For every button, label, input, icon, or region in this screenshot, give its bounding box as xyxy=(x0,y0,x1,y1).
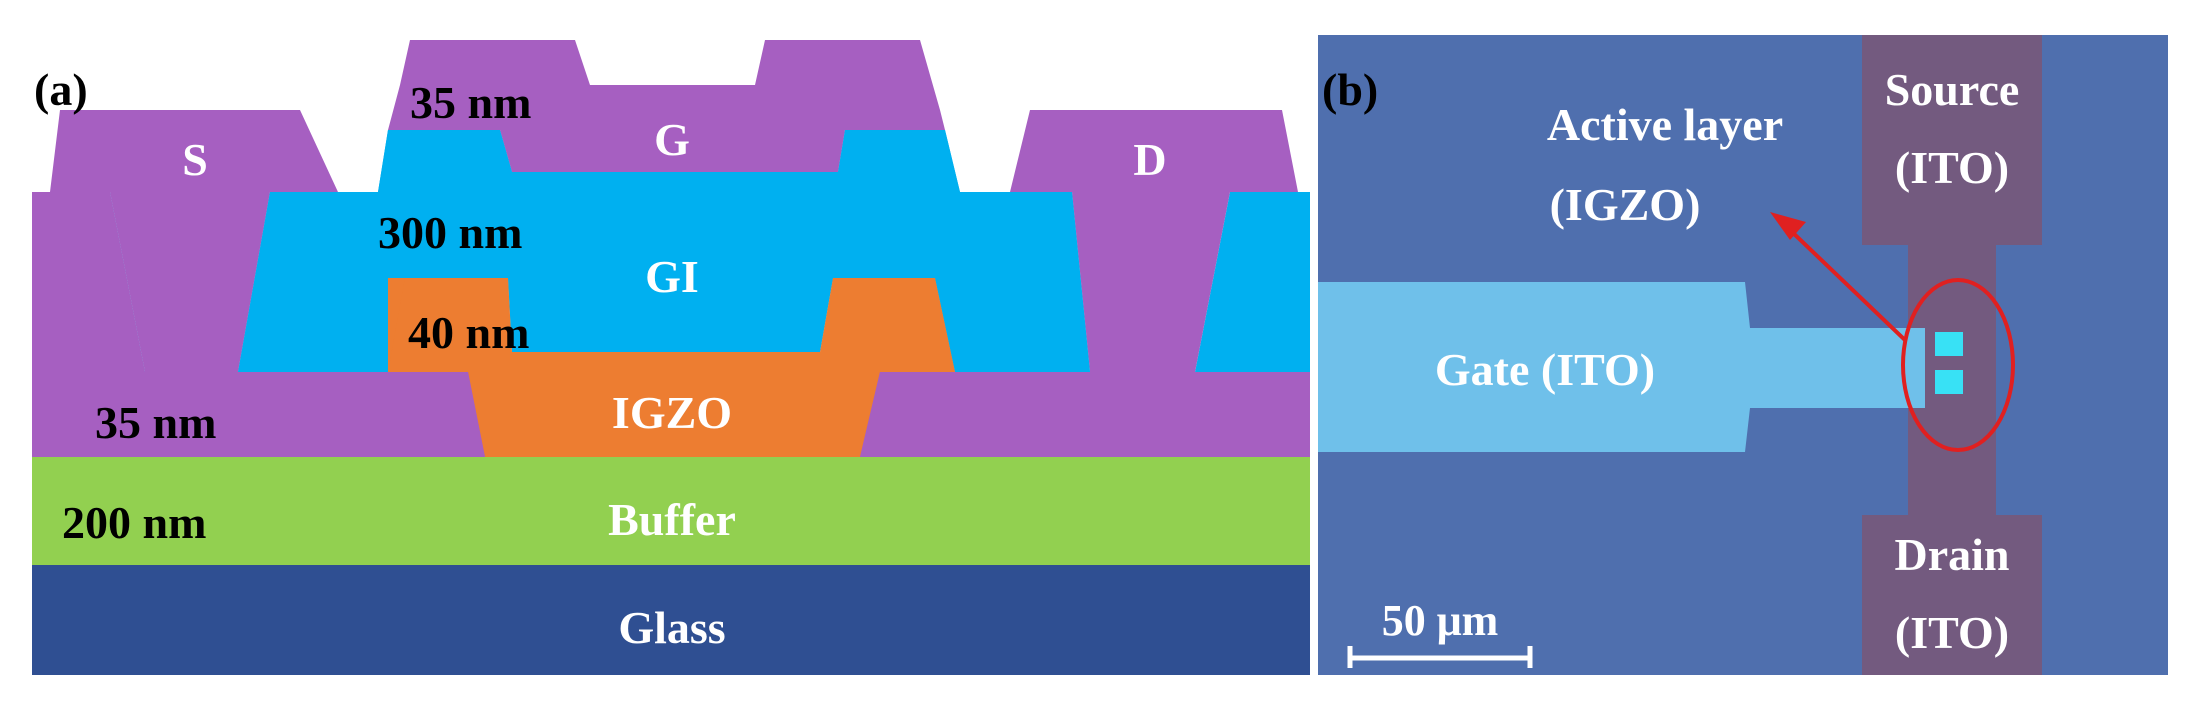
igzo-thickness-label: 40 nm xyxy=(408,307,529,358)
igzo-layer-front xyxy=(388,278,955,457)
gate-ito xyxy=(1318,282,1925,452)
source-label-line2: (ITO) xyxy=(1895,142,2009,193)
buffer-thickness-label: 200 nm xyxy=(62,497,206,548)
pointer-arrow-shaft xyxy=(1788,228,1907,342)
igzo-island-upper xyxy=(1935,332,1963,356)
scale-bar-label: 50 μm xyxy=(1382,596,1499,645)
active-region-highlight-circle xyxy=(1901,278,2015,452)
source-drain-strip-right xyxy=(860,372,1310,457)
buffer-label: Buffer xyxy=(608,494,736,545)
pointer-arrow-head xyxy=(1770,212,1806,240)
gi-thickness-label: 300 nm xyxy=(378,207,522,258)
gate-label: G xyxy=(654,114,690,165)
glass-label: Glass xyxy=(618,602,725,653)
buffer-layer xyxy=(32,457,1310,565)
panel-b-label: (b) xyxy=(1322,64,1378,115)
gi-label: GI xyxy=(645,251,699,302)
drain-label-line1: Drain xyxy=(1895,529,2010,580)
source-drain-thickness-label: 35 nm xyxy=(95,397,216,448)
source-electrode xyxy=(32,192,145,372)
source-label: S xyxy=(182,134,208,185)
glass-layer xyxy=(32,565,1310,675)
panel-a-cross-section: (a) S G D GI IGZO Buffer Glass 35 nm 300… xyxy=(32,40,1310,675)
panel-a-label: (a) xyxy=(34,64,88,115)
active-layer-label-line1: Active layer xyxy=(1547,99,1783,150)
gate-ito-label: Gate (ITO) xyxy=(1435,344,1655,395)
source-drain-strip-left xyxy=(32,372,485,457)
igzo-island-lower xyxy=(1935,370,1963,394)
source-ito-pad xyxy=(1862,35,2042,245)
drain-label: D xyxy=(1133,134,1166,185)
active-layer-label-line2: (IGZO) xyxy=(1550,179,1701,230)
panel-b-micrograph: (b) Active layer (IGZO) Source (ITO) Gat… xyxy=(1318,35,2168,675)
gate-electrode xyxy=(388,40,945,172)
drain-ito-pad xyxy=(1862,515,2042,675)
drain-electrode-top xyxy=(1010,110,1298,372)
source-electrode-top xyxy=(50,110,338,372)
gi-center-fill xyxy=(238,130,1090,372)
igzo-label: IGZO xyxy=(612,387,732,438)
gate-thickness-label: 35 nm xyxy=(410,77,531,128)
source-label-line1: Source xyxy=(1885,64,2020,115)
drain-label-line2: (ITO) xyxy=(1895,607,2009,658)
